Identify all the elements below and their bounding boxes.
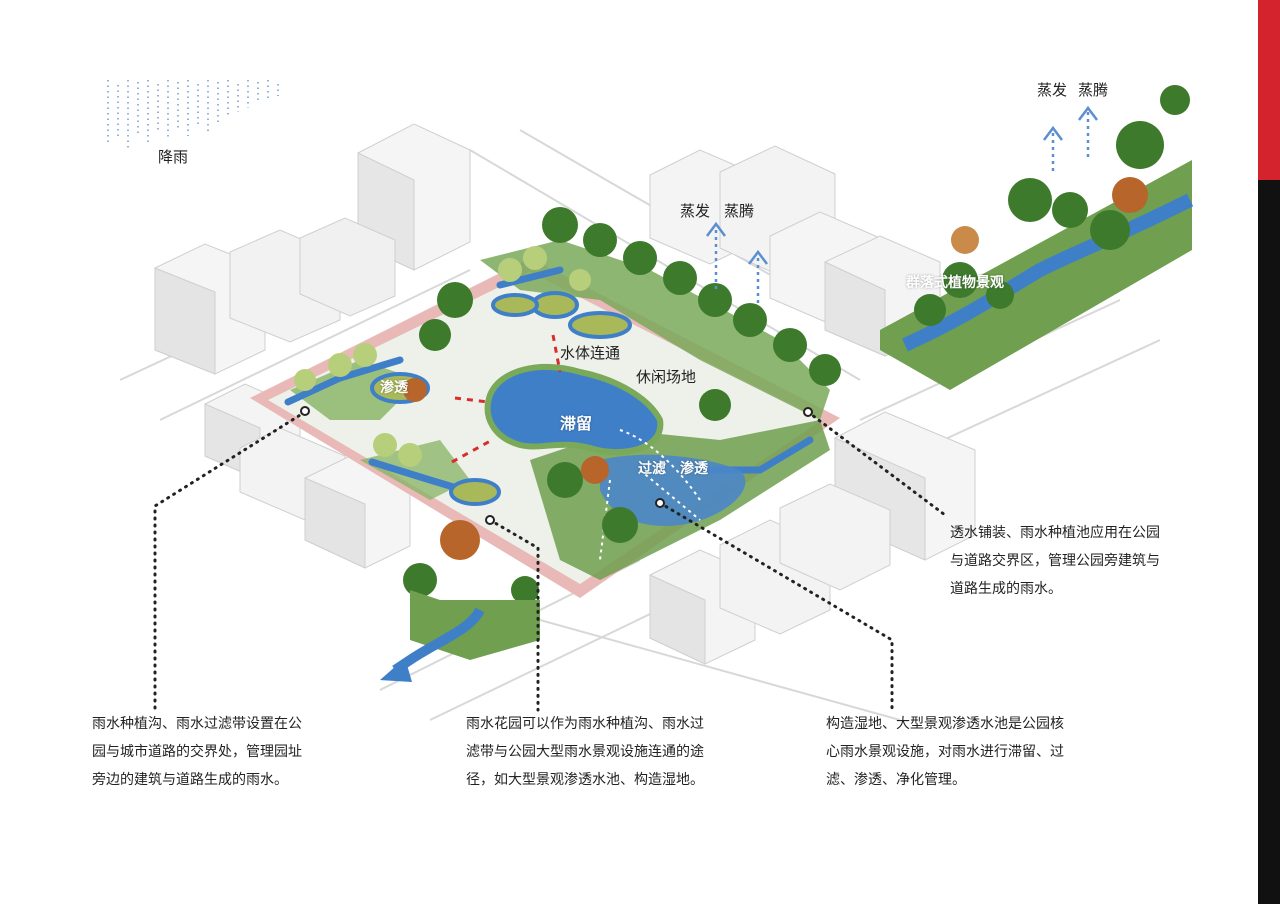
label-transpiration-right: 蒸腾 (1078, 81, 1109, 99)
buildings-bottom-right (649, 411, 976, 665)
plant-community-slope (880, 85, 1194, 390)
caption-line: 滤、渗透、净化管理。 (826, 772, 966, 788)
caption-line: 园与城市道路的交界处，管理园址 (92, 744, 302, 760)
label-detention: 滞留 (560, 414, 593, 433)
caption-line: 构造湿地、大型景观渗透水池是公园核 (826, 716, 1064, 732)
outflow-corner (380, 590, 540, 682)
label-water-connection: 水体连通 (560, 344, 621, 362)
caption-line: 径，如大型景观渗透水池、构造湿地。 (466, 772, 704, 788)
evaporation-arrows (706, 105, 1098, 305)
edge-bar (1258, 0, 1280, 904)
label-leisure-area: 休闲场地 (636, 368, 697, 386)
buildings-left (154, 123, 471, 569)
buildings-top (649, 145, 941, 357)
constructed-wetland (600, 454, 746, 526)
edge-bar-red-accent (1258, 0, 1280, 180)
caption-line: 透水铺装、雨水种植池应用在公园 (950, 525, 1160, 541)
label-rain: 降雨 (158, 148, 189, 166)
label-filtration: 过滤 (638, 461, 666, 477)
caption-rain-garden: 雨水花园可以作为雨水种植沟、雨水过 滤带与公园大型雨水景观设施连通的途 径，如大… (466, 710, 704, 794)
caption-line: 雨水种植沟、雨水过滤带设置在公 (92, 716, 302, 732)
wetland-flow-dots (599, 429, 701, 561)
label-infiltration-left: 渗透 (380, 380, 408, 396)
caption-line: 滤带与公园大型雨水景观设施连通的途 (466, 744, 704, 760)
leader-lines (153, 410, 947, 712)
label-transpiration-left: 蒸腾 (724, 202, 755, 220)
caption-line: 旁边的建筑与道路生成的雨水。 (92, 772, 288, 788)
rain-dots (107, 80, 279, 148)
label-evaporation-left: 蒸发 (680, 202, 711, 220)
detention-pond (484, 363, 664, 456)
caption-wetland: 构造湿地、大型景观渗透水池是公园核 心雨水景观设施，对雨水进行滞留、过 滤、渗透… (826, 710, 1064, 794)
caption-permeable-paving: 透水铺装、雨水种植池应用在公园 与道路交界区，管理公园旁建筑与 道路生成的雨水。 (950, 519, 1160, 603)
caption-line: 心雨水景观设施，对雨水进行滞留、过 (826, 744, 1064, 760)
water-connection-dashes (451, 334, 562, 464)
caption-line: 雨水花园可以作为雨水种植沟、雨水过 (466, 716, 704, 732)
label-infiltration-center: 渗透 (680, 461, 708, 477)
caption-line: 与道路交界区，管理公园旁建筑与 (950, 553, 1160, 569)
leader-endpoints (300, 406, 813, 525)
caption-bioswale: 雨水种植沟、雨水过滤带设置在公 园与城市道路的交界处，管理园址 旁边的建筑与道路… (92, 710, 302, 794)
label-evaporation-right: 蒸发 (1037, 81, 1068, 99)
park-trees (294, 207, 841, 604)
caption-line: 道路生成的雨水。 (950, 581, 1062, 597)
label-plant-community-landscape: 群落式植物景观 (906, 275, 1004, 291)
rain-gardens (370, 291, 632, 506)
